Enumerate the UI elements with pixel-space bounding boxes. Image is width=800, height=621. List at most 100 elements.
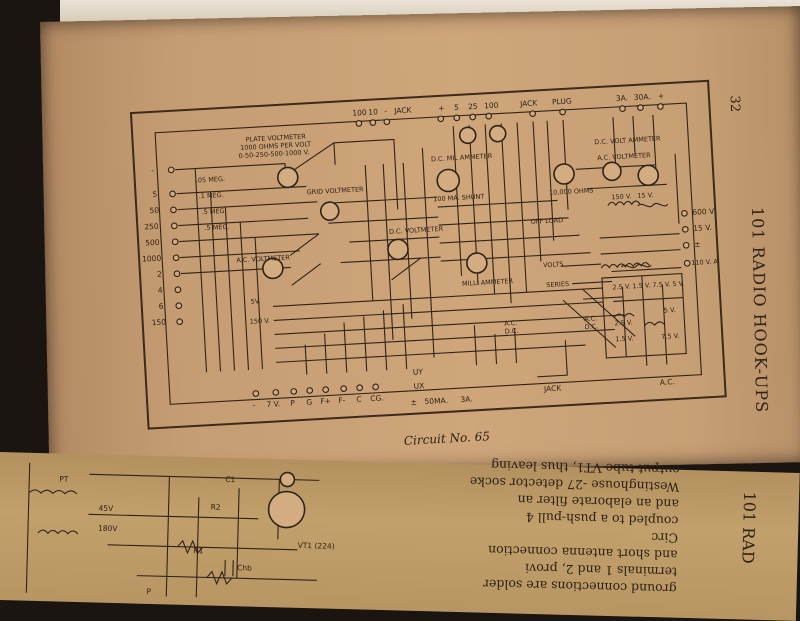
terminal-label: PLUG — [552, 96, 572, 106]
ohms-label: 10,000 OHMS — [549, 186, 594, 196]
small-meter-dial-2 — [488, 124, 507, 143]
scale-label: 1000 — [142, 254, 162, 264]
plate-voltmeter-range: 0-50-250-500-1000 V. — [238, 148, 309, 160]
dc-volt-ammeter-dial — [602, 161, 622, 182]
ohms-meter-dial — [553, 163, 575, 185]
bottom-terminal-label: CG. — [370, 393, 384, 403]
volt-label: 600 V. — [692, 207, 716, 217]
scale-label: 150 — [151, 317, 166, 327]
plate-voltmeter-dial — [276, 166, 299, 189]
book-page-lower: PT 45V 180V R1 R2 C1 Chb VT1 (224) P gro… — [0, 452, 800, 621]
fig-label: R2 — [211, 503, 221, 512]
bottom-terminal-label: P — [290, 398, 295, 407]
scale-label: 6 — [159, 302, 164, 311]
dc-volt-ammeter-label: D.C. VOLT AMMETER — [594, 135, 661, 147]
plate-voltmeter-label: PLATE VOLTMETER — [245, 132, 306, 143]
terminal-label: 25 — [468, 102, 478, 112]
ac-voltmeter-label: A.C. VOLTMETER — [236, 253, 290, 264]
ac-bottom-label: A.C. — [660, 377, 675, 387]
terminal-label: + — [438, 104, 445, 113]
running-head: 101 RADIO HOOK-UPS — [748, 206, 772, 414]
milli-ammeter-label: MILLI AMMETER — [462, 277, 514, 288]
small-label: A.C. — [504, 319, 517, 328]
bottom-terminal-label: G — [306, 397, 312, 406]
scale-label: 4 — [158, 286, 163, 295]
scale-label: 50 — [149, 206, 159, 216]
series-label: SERIES — [546, 280, 569, 289]
bottom-current-label: ± — [410, 398, 417, 407]
book-page-upper: 32 101 RADIO HOOK-UPS — [40, 6, 800, 478]
lower-left-schematic: PT 45V 180V R1 R2 C1 Chb VT1 (224) P — [0, 452, 340, 609]
transformer-label: 1.5 V. — [615, 334, 633, 343]
dc-voltmeter-dial — [387, 238, 409, 261]
uy-label: UY — [413, 367, 424, 377]
bottom-current-label: 3A. — [460, 394, 473, 404]
lower-body-text: ground connections are solder terminals … — [417, 455, 680, 598]
grid-voltmeter-label: GRID VOLTMETER — [306, 185, 364, 196]
small-label: 5V. — [250, 297, 260, 306]
terminal-label: + — [658, 91, 665, 100]
resistor-label: .5 MEG. — [201, 207, 227, 216]
volts-label: VOLTS — [543, 260, 564, 269]
milliammeter-label: D.C. MIL AMMETER — [431, 152, 493, 163]
volt-label: 15 V. — [693, 223, 712, 233]
ac-voltmeter-right-label: A.C. VOLTMETER — [597, 151, 651, 162]
fig-label: 45V — [98, 504, 114, 513]
fig-label: C1 — [225, 475, 235, 484]
volt-label: 150 V. — [611, 192, 632, 201]
fig-label: Chb — [237, 563, 252, 572]
bottom-current-label: 50MA. — [424, 396, 448, 406]
circuit-diagram: PLATE VOLTMETER 1000 OHMS PER VOLT 0-50-… — [129, 79, 727, 430]
fig-label: P — [146, 587, 151, 596]
transformer-label: 2.5 V. — [614, 318, 632, 327]
terminal-label: 3A. — [616, 93, 629, 103]
milli-ammeter-dial — [466, 252, 488, 274]
terminal-label: JACK — [393, 105, 413, 115]
resistor-label: .5 MEG. — [204, 223, 230, 232]
terminal-label: 100 — [352, 108, 367, 118]
transformer-label: 5 V. — [664, 306, 676, 315]
transformer-label: 5 V. — [672, 279, 684, 288]
terminal-label: - — [384, 107, 387, 116]
terminal-label: 5 — [454, 103, 459, 112]
bottom-terminal-label: F+ — [320, 396, 331, 406]
fig-label: 180V — [98, 524, 119, 534]
terminal-label: JACK — [519, 98, 539, 108]
volt-label: 15 V. — [637, 191, 653, 200]
transformer-label: 1.5 V. — [632, 281, 650, 290]
bottom-terminal-label: F- — [338, 396, 346, 405]
grid-voltmeter-dial — [319, 201, 340, 221]
figure-caption: Circuit No. 65 — [403, 429, 491, 448]
scale-label: 2 — [157, 270, 162, 279]
dc-label: D.C. — [584, 322, 598, 331]
terminal-label: 100 — [484, 101, 499, 111]
transformer-coils — [600, 200, 687, 359]
small-meter-dial — [458, 126, 477, 145]
bottom-terminal-label: - — [252, 401, 255, 410]
terminals — [167, 103, 691, 397]
volt-label: ± — [694, 240, 701, 249]
resistor-label: .1 MEG. — [198, 191, 224, 200]
resistor-label: .05 MEG. — [196, 175, 226, 185]
off-load-label: OFF LOAD — [530, 216, 563, 226]
dc-voltmeter-label: D.C. VOLTMETER — [389, 225, 444, 236]
transformer-label: 2.5 V. — [612, 282, 630, 291]
fig-label: R1 — [193, 546, 203, 555]
scale-label: - — [151, 166, 154, 175]
scale-label: 5 — [152, 190, 157, 199]
bottom-terminal-label: 7 V. — [266, 399, 280, 409]
wiring — [175, 114, 684, 378]
scale-label: 500 — [145, 238, 160, 248]
fig-label: VT1 (224) — [298, 541, 335, 551]
terminal-label: 10 — [368, 107, 378, 117]
volt-label: 110 V. A.C. — [691, 257, 725, 267]
bottom-terminal-label: C — [356, 395, 362, 404]
small-label: D.C. — [505, 327, 519, 336]
plate-voltmeter-sub: 1000 OHMS PER VOLT — [240, 140, 312, 152]
ac-label: A.C. — [584, 314, 597, 323]
milliammeter-shunt-label: 100 MA. SHUNT — [433, 192, 485, 203]
scale-label: 250 — [144, 222, 159, 232]
ac-voltmeter-dial — [262, 257, 284, 280]
lower-running-head: 101 RAD — [738, 491, 760, 564]
transformer-label: 7.5 V. — [652, 280, 670, 289]
